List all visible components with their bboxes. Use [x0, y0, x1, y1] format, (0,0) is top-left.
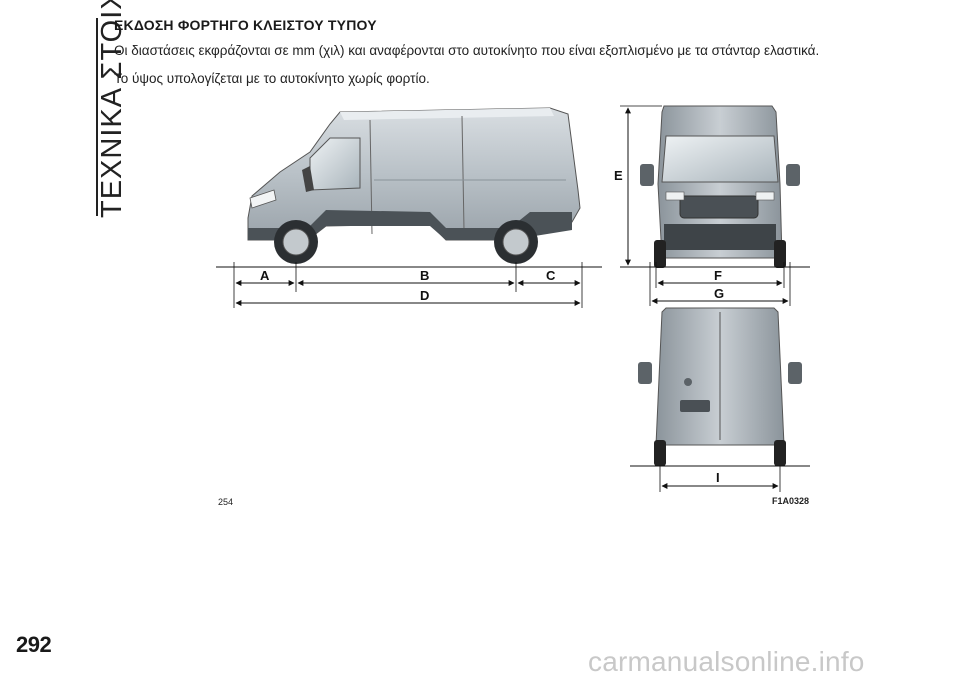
figure-number: 254: [218, 497, 234, 507]
page-number: 292: [16, 632, 52, 657]
dim-label-c: C: [546, 268, 556, 283]
section-divider: [96, 18, 98, 216]
paragraph-height-note: Το ύψος υπολογίζεται με το αυτοκίνητο χω…: [114, 71, 430, 86]
dim-label-f: F: [714, 268, 722, 283]
side-dimension-lines: [233, 262, 583, 308]
dim-label-g: G: [714, 286, 724, 301]
dim-label-a: A: [260, 268, 270, 283]
van-rear-view: [638, 307, 802, 466]
dim-label-i: I: [716, 470, 720, 485]
van-front-view: [640, 105, 800, 268]
van-side-view: [247, 107, 581, 264]
dim-label-d: D: [420, 288, 429, 303]
figure-code: F1A0328: [772, 496, 810, 506]
section-title-vertical: ΤΕΧΝΙΚΑ ΣΤΟΙΧΕΙΑ: [52, 0, 128, 218]
paragraph-dimensions-note: Οι διαστάσεις εκφράζονται σε mm (χιλ) κα…: [114, 43, 820, 58]
dim-label-b: B: [420, 268, 429, 283]
van-dimensions-figure: A B C D E F G I: [216, 105, 810, 492]
page-heading: ΕΚΔΟΣΗ ΦΟΡΤΗΓΟ ΚΛΕΙΣΤΟΥ ΤΥΠΟΥ: [114, 17, 377, 33]
dim-label-e: E: [614, 168, 623, 183]
watermark: carmanualsonline.info: [588, 646, 865, 677]
